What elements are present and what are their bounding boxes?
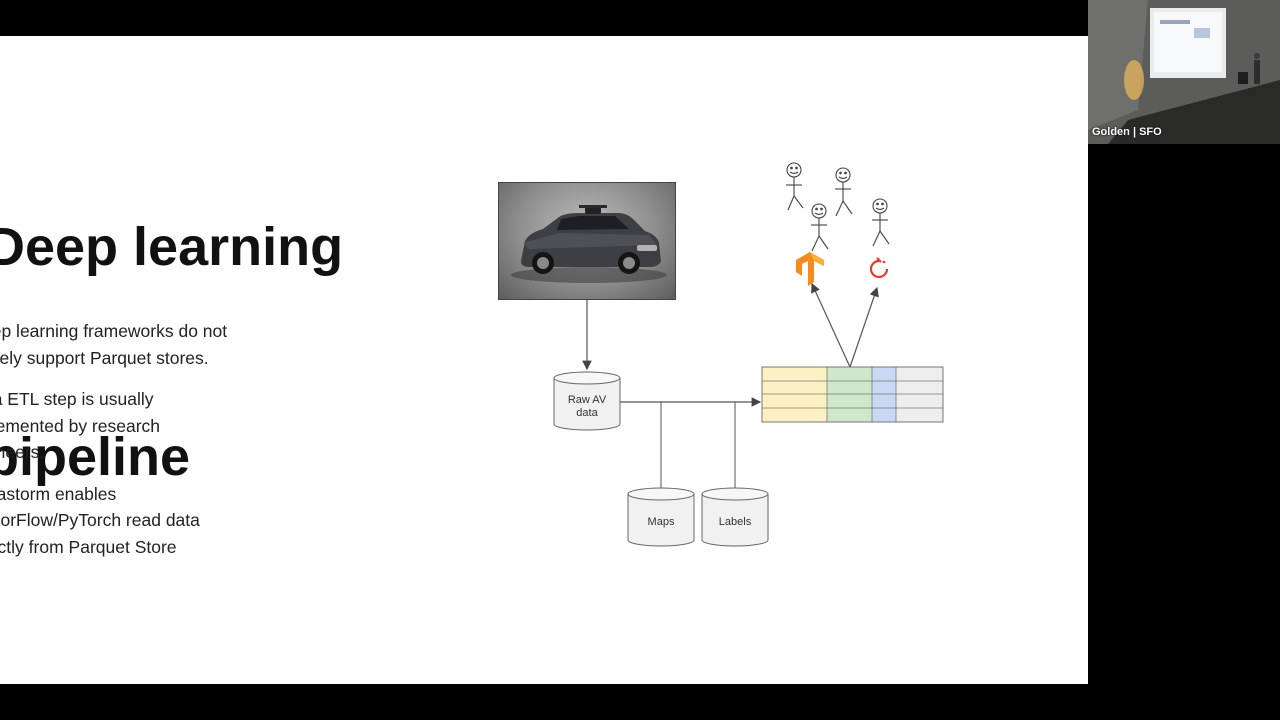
tensorflow-logo-icon (796, 252, 824, 286)
slide-title-line-2: pipeline (0, 427, 191, 487)
bullet-item: etastorm enables nsorFlow/PyTorch read d… (0, 481, 282, 561)
car-photo (498, 182, 676, 300)
stick-figure-icon (786, 162, 804, 211)
slide-title-line-1: Deep learning (0, 217, 344, 277)
raw-av-label-line-1: Raw AV (568, 394, 607, 406)
maps-cylinder: Maps (627, 487, 695, 547)
bullet-text-line: tively support Parquet stores. (0, 347, 209, 368)
stick-figure-icon (872, 198, 890, 247)
pytorch-logo-icon (869, 257, 889, 279)
room-scene-illustration (1088, 0, 1280, 144)
presentation-slide: Deep learning pipeline eep learning fram… (0, 36, 1088, 684)
raw-av-label-line-2: data (576, 407, 598, 419)
bullet-list: eep learning frameworks do not tively su… (0, 318, 282, 575)
table-to-pytorch-arrow (849, 286, 879, 368)
pipeline-diagram: Raw AV data Maps Labels (553, 162, 944, 547)
bullet-item: tra ETL step is usually plemented by res… (0, 386, 282, 466)
participant-name-label: Golden | SFO (1092, 126, 1162, 138)
labels-label: Labels (719, 516, 752, 528)
bullet-text-line: plemented by research (0, 415, 161, 436)
bullet-text-line: etastorm enables (0, 483, 117, 504)
slide-title: Deep learning pipeline (0, 72, 343, 632)
bullet-text-line: gineers. (0, 442, 45, 462)
bullet-item: eep learning frameworks do not tively su… (0, 318, 282, 371)
raw-av-data-cylinder: Raw AV data (553, 371, 621, 431)
maps-label: Maps (648, 516, 675, 528)
stick-figure-icon (835, 167, 853, 217)
bullet-text-line: nsorFlow/PyTorch read data (0, 510, 200, 530)
bullet-text-line: tra ETL step is usually (0, 389, 154, 409)
table-to-tensorflow-arrow (811, 282, 851, 368)
stick-figure-icon (811, 203, 829, 252)
car-illustration (511, 205, 667, 283)
bullet-text-line: eep learning frameworks do not (0, 321, 228, 341)
participant-video-thumbnail[interactable]: Golden | SFO (1088, 0, 1280, 144)
labels-cylinder: Labels (701, 487, 769, 547)
parquet-table (761, 366, 944, 423)
bullet-text-line: rectly from Parquet Store (0, 536, 177, 557)
